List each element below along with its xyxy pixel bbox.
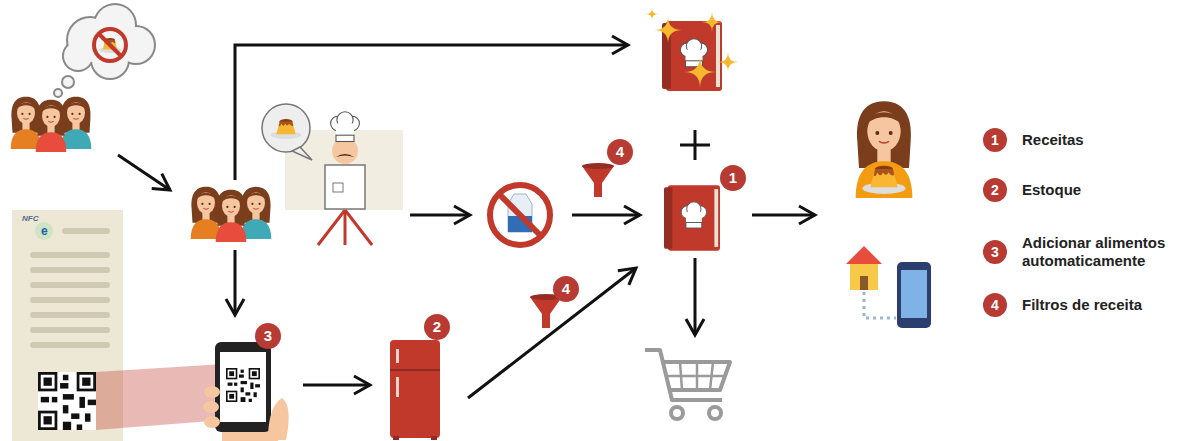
legend-swatch: 2 [983, 178, 1007, 202]
legend-label: Filtros de receita [1022, 296, 1182, 314]
legend-number: 1 [991, 132, 999, 148]
logo-text: NFC [22, 214, 38, 223]
thought-cloud [54, 3, 156, 97]
legend-number: 4 [991, 297, 999, 313]
legend-number: 3 [991, 244, 999, 260]
nfce-receipt [12, 210, 224, 441]
callout-number: 4 [553, 276, 579, 302]
legend-label: Receitas [1022, 131, 1182, 149]
legend-swatch: 4 [983, 293, 1007, 317]
recipe-book [664, 185, 720, 250]
logo-text: e [41, 224, 48, 238]
legend-label: Estoque [1022, 181, 1182, 199]
fridge-stock [390, 340, 440, 440]
featured-recipe-book [646, 8, 738, 91]
house-phone [846, 246, 931, 328]
phone-scan [203, 342, 289, 441]
happy-user [856, 101, 913, 198]
shopping-cart [645, 350, 730, 419]
callout-number: 3 [255, 323, 281, 349]
family-group [191, 187, 272, 242]
plus-sign [680, 130, 710, 160]
legend-number: 2 [991, 182, 999, 198]
callout-number: 2 [424, 314, 450, 340]
no-milk-icon [490, 185, 550, 245]
family-group [11, 97, 92, 152]
legend-label: Adicionar alimentos automaticamente [1022, 234, 1182, 270]
callout-number: 1 [720, 165, 746, 191]
legend-swatch: 1 [983, 128, 1007, 152]
chef-easel [262, 104, 403, 245]
legend-swatch: 3 [983, 240, 1007, 264]
filter-funnel [530, 163, 614, 328]
callout-number: 4 [607, 139, 633, 165]
